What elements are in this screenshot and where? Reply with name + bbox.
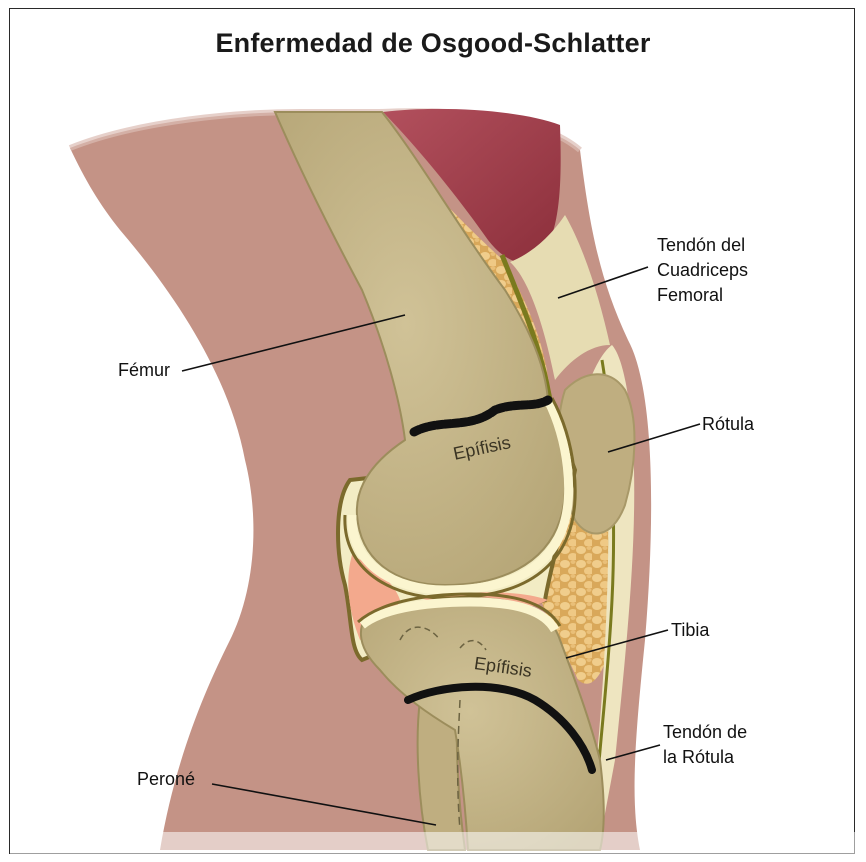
label-line: Cuadriceps [657, 258, 748, 283]
label-line: la Rótula [663, 745, 747, 770]
page-title: Enfermedad de Osgood-Schlatter [0, 28, 866, 59]
label-line: Tendón del [657, 233, 748, 258]
label-tibia: Tibia [671, 618, 709, 643]
label-patella: Rótula [702, 412, 754, 437]
label-patellar-tendon: Tendón de la Rótula [663, 720, 747, 770]
label-fibula: Peroné [137, 767, 195, 792]
label-line: Tendón de [663, 720, 747, 745]
label-femur: Fémur [118, 358, 170, 383]
label-line: Femoral [657, 283, 748, 308]
label-quadriceps-tendon: Tendón del Cuadriceps Femoral [657, 233, 748, 308]
